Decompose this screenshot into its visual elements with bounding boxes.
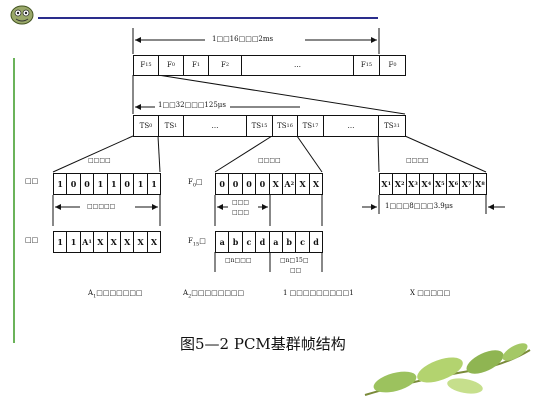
bit-cell: 1 <box>53 173 68 195</box>
title-rule <box>38 17 378 19</box>
bit-cell: 0 <box>120 173 135 195</box>
mid-mid-label-2: □□□ <box>232 209 250 216</box>
mid-row1-label-suffix: □ <box>196 178 203 186</box>
bit-cell: 0 <box>79 173 95 195</box>
bit-cell: 1 <box>106 173 121 195</box>
bit-cell: d <box>308 231 324 253</box>
emblem-icon <box>9 3 35 25</box>
frame-duration-label: 1□□32□□□125μs <box>158 101 226 109</box>
leaf-decor-icon <box>355 340 533 400</box>
bit-cell: b <box>282 231 297 253</box>
multiframe-duration-label: 1□□16□□□2ms <box>212 35 274 43</box>
legend-item-4: X □□□□□ <box>410 289 451 297</box>
mid-sub-left-label: □n□□□ <box>225 257 252 264</box>
mid-sub-right-label: □n□15□ <box>280 257 309 264</box>
bit-cell: X <box>106 231 121 253</box>
bit-cell: a <box>215 231 230 253</box>
bit-cell: c <box>295 231 310 253</box>
mid-group-header: □□□□ <box>258 157 281 164</box>
right-group-header: □□□□ <box>406 157 429 164</box>
left-row2-label: □□ <box>25 236 39 244</box>
bit-cell: X <box>133 231 148 253</box>
bit-cell: 0 <box>66 173 81 195</box>
bit-cell: X <box>308 173 324 195</box>
figure-caption: 图5—2 PCM基群帧结构 <box>180 335 346 353</box>
bit-cell: 1 <box>93 173 108 195</box>
mid-row2-label-suffix: □ <box>199 237 206 245</box>
bit-cell: X <box>93 231 108 253</box>
bit-cell: 1 <box>133 173 148 195</box>
legend-item-2-text: A2□□□□□□□□ <box>183 289 245 300</box>
timeslot-ellipsis: … <box>323 115 379 137</box>
mid-row2-label: F15□ <box>188 237 206 248</box>
mid-sub-right-label-2: □□ <box>290 267 302 274</box>
bit-cell: c <box>241 231 257 253</box>
legend-item-3: 1 □□□□□□□□□1 <box>283 289 354 297</box>
bit-cell: 0 <box>215 173 230 195</box>
bit-cell: X <box>295 173 310 195</box>
legend-item-2: A2□□□□□□□□ <box>183 290 244 299</box>
left-group-header: □□□□ <box>88 157 111 164</box>
bit-cell: d <box>255 231 270 253</box>
legend-item-1-text: □□□□□□□ <box>96 289 143 297</box>
left-mid-label: □□□□□ <box>87 203 116 210</box>
bit-cell: a <box>268 231 283 253</box>
mid-row1-label: F0□ <box>188 178 203 189</box>
bit-cell: 0 <box>241 173 257 195</box>
bit-cell: 1 <box>53 231 68 253</box>
bit-cell: X <box>268 173 283 195</box>
bit-cell: X <box>146 231 162 253</box>
bit-cell: 0 <box>228 173 243 195</box>
left-row1-label: □□ <box>25 177 39 185</box>
bit-cell: 1 <box>146 173 162 195</box>
mid-mid-label-1: □□□ <box>232 199 250 206</box>
timeslot-ellipsis: … <box>183 115 247 137</box>
multiframe-ellipsis: … <box>241 55 354 76</box>
bit-cell: 0 <box>255 173 270 195</box>
right-duration-label: 1□□□8□□□3.9μs <box>385 202 453 210</box>
bit-cell: X <box>120 231 135 253</box>
side-rule <box>13 58 15 343</box>
legend-item-1: A1□□□□□□□ <box>88 289 143 300</box>
bit-cell: b <box>228 231 243 253</box>
bit-cell: 1 <box>66 231 81 253</box>
